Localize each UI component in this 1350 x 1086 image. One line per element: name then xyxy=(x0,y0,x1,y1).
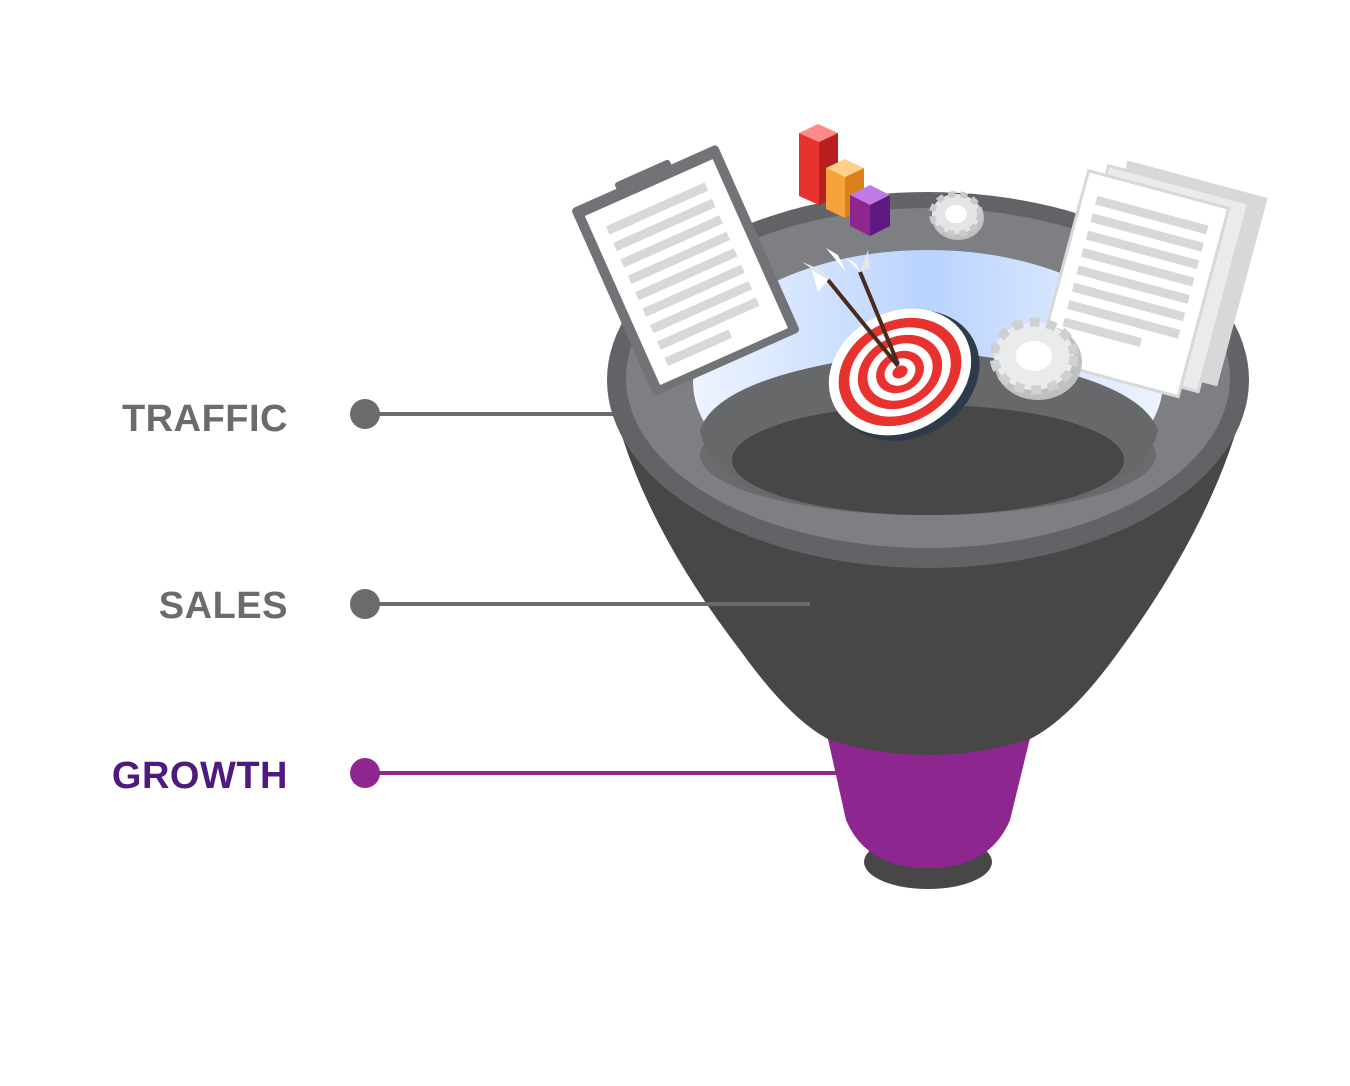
gear-icon-large xyxy=(989,317,1082,400)
gear-icon xyxy=(929,191,984,240)
label-sales: SALES xyxy=(158,585,288,627)
clipboard-icon xyxy=(572,145,800,396)
label-traffic: TRAFFIC xyxy=(121,398,288,440)
label-growth: GROWTH xyxy=(111,755,288,797)
bar-chart-icon xyxy=(799,124,890,236)
connector-traffic xyxy=(350,399,615,429)
target-icon xyxy=(828,308,980,441)
connector-sales xyxy=(350,589,810,619)
connector-growth xyxy=(350,758,838,788)
funnel-spout-growth xyxy=(826,730,1032,889)
document-stack-icon xyxy=(1036,160,1268,399)
arrow-icon xyxy=(802,248,900,368)
